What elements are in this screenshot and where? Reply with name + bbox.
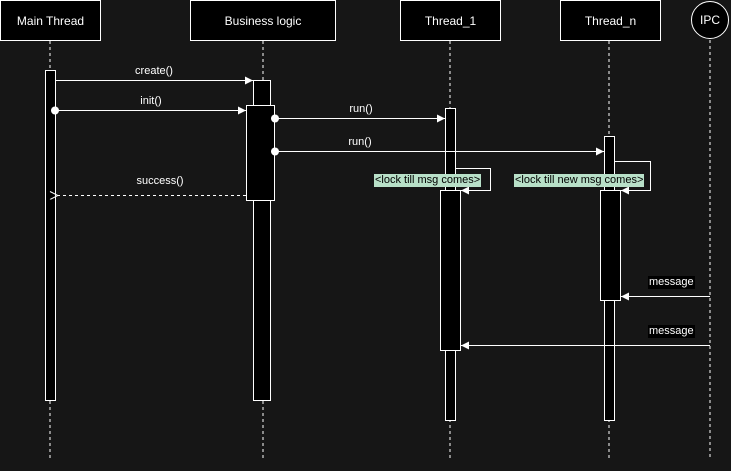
label-success: success() (136, 175, 184, 187)
label-create: create() (135, 65, 173, 77)
activation-main-thread (45, 70, 56, 401)
activation-business-logic-inner (246, 105, 275, 201)
note-thread-n-lock: <lock till new msg comes> (514, 174, 645, 187)
activation-thread-n-inner (600, 190, 621, 301)
label-run-1: run() (349, 103, 373, 115)
participant-thread-n: Thread_n (560, 0, 661, 41)
participant-thread-1: Thread_1 (400, 0, 501, 41)
self-arrow-thread-1-lock (455, 168, 491, 195)
participant-ipc-label: IPC (699, 13, 720, 27)
label-ipc-message-thread-n: message (648, 276, 695, 289)
participant-thread-1-label: Thread_1 (424, 13, 477, 28)
label-ipc-message-thread-1: message (648, 325, 695, 338)
participant-ipc: IPC (691, 1, 729, 39)
participant-thread-n-label: Thread_n (584, 13, 637, 28)
note-thread-1-lock: <lock till msg comes> (374, 174, 482, 187)
self-arrow-thread-n-lock (614, 161, 651, 195)
participant-business-logic: Business logic (190, 0, 336, 41)
participant-business-logic-label: Business logic (224, 13, 302, 28)
participant-main-thread: Main Thread (0, 0, 101, 41)
activation-thread-1-inner (440, 190, 461, 351)
label-init: init() (140, 95, 162, 107)
label-run-n: run() (348, 136, 372, 148)
participant-main-thread-label: Main Thread (16, 13, 85, 28)
